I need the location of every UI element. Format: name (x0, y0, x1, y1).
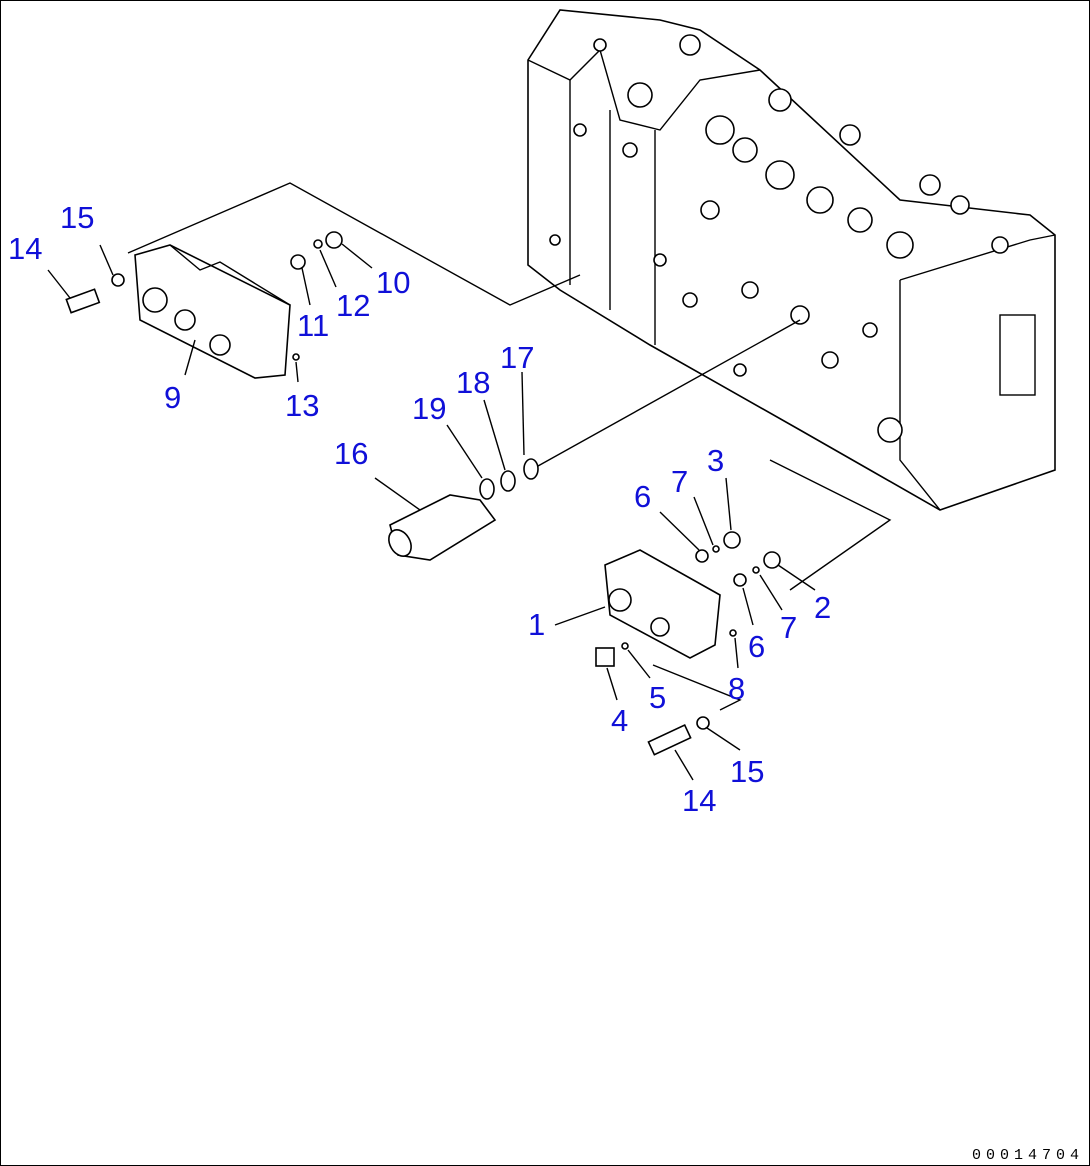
port-hole (821, 351, 839, 369)
part-6b (733, 573, 747, 587)
part-13 (292, 353, 300, 361)
part-callouts: 14 15 10 12 11 9 13 17 18 19 16 3 7 6 2 … (8, 200, 831, 818)
part-10 (325, 231, 343, 249)
part-1-valve-cover (604, 549, 721, 659)
drawing-code: 00014704 (971, 1147, 1084, 1164)
callout-12: 12 (336, 288, 370, 323)
port-hole (679, 34, 701, 56)
port-hole (622, 142, 638, 158)
callout-11: 11 (297, 308, 329, 343)
port-hole (886, 231, 914, 259)
port-hole (653, 253, 667, 267)
part-7 (712, 545, 720, 553)
callout-1: 1 (528, 607, 545, 642)
callout-19: 19 (412, 391, 446, 426)
part-5 (621, 642, 629, 650)
port-hole (862, 322, 878, 338)
callout-6b: 6 (748, 629, 765, 664)
callout-15b: 15 (730, 754, 764, 789)
callout-4: 4 (611, 703, 628, 738)
callout-15: 15 (60, 200, 94, 235)
port-hole (768, 88, 792, 112)
part-12 (313, 239, 323, 249)
part-8 (729, 629, 737, 637)
callout-14b: 14 (682, 783, 716, 818)
callout-7: 7 (671, 464, 688, 499)
callout-16: 16 (334, 436, 368, 471)
port-hole (627, 82, 653, 108)
callout-18: 18 (456, 365, 490, 400)
port-hole (593, 38, 607, 52)
part-11 (290, 254, 306, 270)
callout-3: 3 (707, 443, 724, 478)
port-hole (839, 124, 861, 146)
port-hole (765, 160, 795, 190)
port-hole (806, 186, 834, 214)
port-hole (705, 115, 735, 145)
part-18-ring (500, 470, 516, 492)
callout-13: 13 (285, 388, 319, 423)
port-hole (733, 363, 747, 377)
leader-lines (47, 182, 892, 781)
part-6 (695, 549, 709, 563)
port-hole (732, 137, 758, 163)
part-19-ring (479, 478, 495, 500)
part-2 (763, 551, 781, 569)
callout-10: 10 (376, 265, 410, 300)
part-14-bolt-b (647, 724, 692, 756)
part-16-relief-valve (388, 494, 497, 561)
port-hole (573, 123, 587, 137)
part-15-washer-b (696, 716, 710, 730)
callout-17: 17 (500, 340, 534, 375)
port-hole (682, 292, 698, 308)
callout-8: 8 (728, 671, 745, 706)
port-hole (741, 281, 759, 299)
port-hole (790, 305, 810, 325)
control-valve-body (527, 9, 1056, 511)
callout-5: 5 (649, 680, 666, 715)
part-7b (752, 566, 760, 574)
part-15-washer (111, 273, 125, 287)
part-4-plug (595, 647, 615, 667)
callout-9: 9 (164, 380, 181, 415)
port-hole (549, 234, 561, 246)
part-3 (723, 531, 741, 549)
callout-7b: 7 (780, 610, 797, 645)
part-17-o-ring (523, 458, 539, 480)
port-hole (919, 174, 941, 196)
port-hole (950, 195, 970, 215)
port-hole (700, 200, 720, 220)
callout-6: 6 (634, 479, 651, 514)
callout-2: 2 (814, 590, 831, 625)
callout-14: 14 (8, 231, 42, 266)
port-hole (847, 207, 873, 233)
port-hole (877, 417, 903, 443)
port-hole (991, 236, 1009, 254)
part-14-bolt (65, 288, 101, 314)
part-9-valve-cover (134, 244, 291, 379)
